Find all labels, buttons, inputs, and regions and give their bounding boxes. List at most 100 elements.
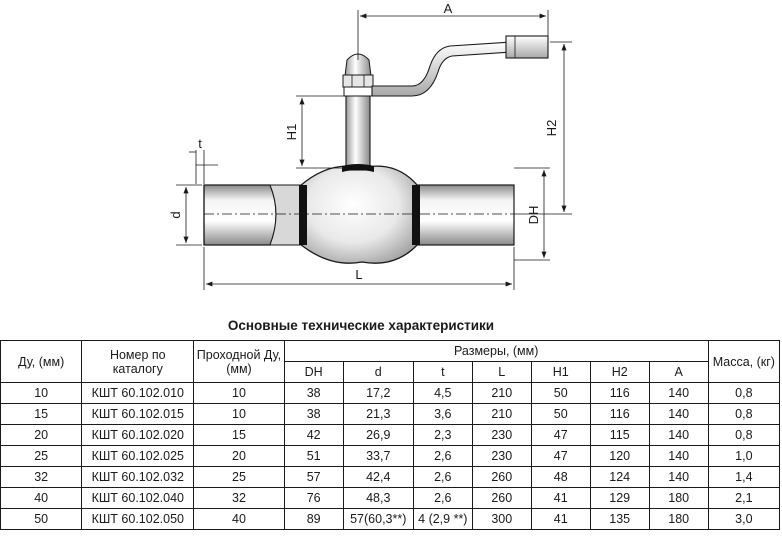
cell-h1: 48 <box>530 466 591 488</box>
cell-h2: 120 <box>589 445 650 467</box>
specs-table: Ду, (мм) Номер по каталогу Проходной Ду,… <box>0 340 781 530</box>
cell-dh: 38 <box>283 382 344 404</box>
cell-passage: 15 <box>193 424 285 446</box>
cell-catalog: КШТ 60.102.025 <box>81 445 195 467</box>
left-pipe <box>203 184 301 246</box>
cell-catalog: КШТ 60.102.015 <box>81 403 195 425</box>
cell-du: 25 <box>0 445 83 467</box>
cell-catalog: КШТ 60.102.050 <box>81 508 195 530</box>
valve-body <box>299 165 420 264</box>
dim-label-d: d <box>168 211 183 218</box>
header-t: t <box>412 361 473 383</box>
header-catalog: Номер по каталогу <box>81 340 195 383</box>
cell-dh: 76 <box>283 487 344 509</box>
cell-h2: 124 <box>589 466 650 488</box>
cell-du: 15 <box>0 403 83 425</box>
cell-passage: 20 <box>193 445 285 467</box>
cell-h2: 115 <box>589 424 650 446</box>
cell-l: 230 <box>471 424 532 446</box>
cell-dh: 51 <box>283 445 344 467</box>
cell-dh: 89 <box>283 508 344 530</box>
cell-d: 48,3 <box>342 487 414 509</box>
dim-label-t: t <box>198 136 202 151</box>
cell-h1: 50 <box>530 382 591 404</box>
ball-valve-drawing: A H1 H2 DH d t L <box>168 1 572 290</box>
cell-d: 26,9 <box>342 424 414 446</box>
dim-label-h1: H1 <box>284 124 299 141</box>
dim-label-h2: H2 <box>544 120 559 137</box>
dim-label-l: L <box>355 267 362 282</box>
cell-l: 230 <box>471 445 532 467</box>
cell-h1: 41 <box>530 487 591 509</box>
header-l: L <box>471 361 532 383</box>
header-mass: Масса, (кг) <box>707 340 781 383</box>
dim-label-a: A <box>444 1 453 16</box>
header-h1: H1 <box>530 361 591 383</box>
cell-d: 42,4 <box>342 466 414 488</box>
cell-dh: 42 <box>283 424 344 446</box>
valve-handle <box>371 35 549 97</box>
cell-mass: 3,0 <box>707 508 781 530</box>
cell-passage: 10 <box>193 403 285 425</box>
cell-passage: 32 <box>193 487 285 509</box>
cell-t: 2,6 <box>412 466 473 488</box>
cell-a: 180 <box>648 508 709 530</box>
header-du: Ду, (мм) <box>0 340 83 383</box>
cell-t: 4 (2,9 **) <box>412 508 473 530</box>
cell-d: 21,3 <box>342 403 414 425</box>
cell-t: 2,6 <box>412 445 473 467</box>
dim-label-dh: DH <box>526 206 541 225</box>
cell-catalog: КШТ 60.102.032 <box>81 466 195 488</box>
cell-du: 32 <box>0 466 83 488</box>
cell-du: 20 <box>0 424 83 446</box>
cell-d: 17,2 <box>342 382 414 404</box>
table-row: 25 КШТ 60.102.025 20 51 33,7 2,6 230 47 … <box>0 445 781 467</box>
cell-l: 210 <box>471 382 532 404</box>
cell-h1: 47 <box>530 424 591 446</box>
cell-a: 140 <box>648 424 709 446</box>
cell-a: 140 <box>648 382 709 404</box>
cell-dh: 57 <box>283 466 344 488</box>
cell-mass: 0,8 <box>707 403 781 425</box>
cell-mass: 1,4 <box>707 466 781 488</box>
cell-a: 140 <box>648 466 709 488</box>
table-row: 10 КШТ 60.102.010 10 38 17,2 4,5 210 50 … <box>0 382 781 404</box>
cell-t: 3,6 <box>412 403 473 425</box>
cell-mass: 0,8 <box>707 382 781 404</box>
header-d: d <box>342 361 414 383</box>
table-row: 20 КШТ 60.102.020 15 42 26,9 2,3 230 47 … <box>0 424 781 446</box>
cell-l: 260 <box>471 487 532 509</box>
cell-h1: 50 <box>530 403 591 425</box>
cell-a: 140 <box>648 403 709 425</box>
cell-passage: 10 <box>193 382 285 404</box>
cell-t: 2,3 <box>412 424 473 446</box>
cell-d: 57(60,3**) <box>342 508 414 530</box>
right-pipe <box>417 184 515 246</box>
table-title: Основные технические характеристики <box>0 318 782 333</box>
cell-mass: 1,0 <box>707 445 781 467</box>
cell-t: 2,6 <box>412 487 473 509</box>
cell-passage: 25 <box>193 466 285 488</box>
cell-l: 260 <box>471 466 532 488</box>
cell-du: 10 <box>0 382 83 404</box>
header-dimensions: Размеры, (мм) <box>283 340 709 362</box>
cell-du: 40 <box>0 487 83 509</box>
table-row: 50 КШТ 60.102.050 40 89 57(60,3**) 4 (2,… <box>0 508 781 530</box>
header-dh: DH <box>283 361 344 383</box>
table-row: 15 КШТ 60.102.015 10 38 21,3 3,6 210 50 … <box>0 403 781 425</box>
header-h2: H2 <box>589 361 650 383</box>
cell-t: 4,5 <box>412 382 473 404</box>
cell-h2: 129 <box>589 487 650 509</box>
cell-h1: 47 <box>530 445 591 467</box>
cell-h2: 116 <box>589 382 650 404</box>
table-title-text: Основные технические характеристики <box>227 318 495 333</box>
cell-mass: 2,1 <box>707 487 781 509</box>
cell-passage: 40 <box>193 508 285 530</box>
cell-l: 210 <box>471 403 532 425</box>
cell-dh: 38 <box>283 403 344 425</box>
cell-h2: 135 <box>589 508 650 530</box>
stem-nut <box>342 53 374 88</box>
table-row: 32 КШТ 60.102.032 25 57 42,4 2,6 260 48 … <box>0 466 781 488</box>
cell-l: 300 <box>471 508 532 530</box>
cell-d: 33,7 <box>342 445 414 467</box>
